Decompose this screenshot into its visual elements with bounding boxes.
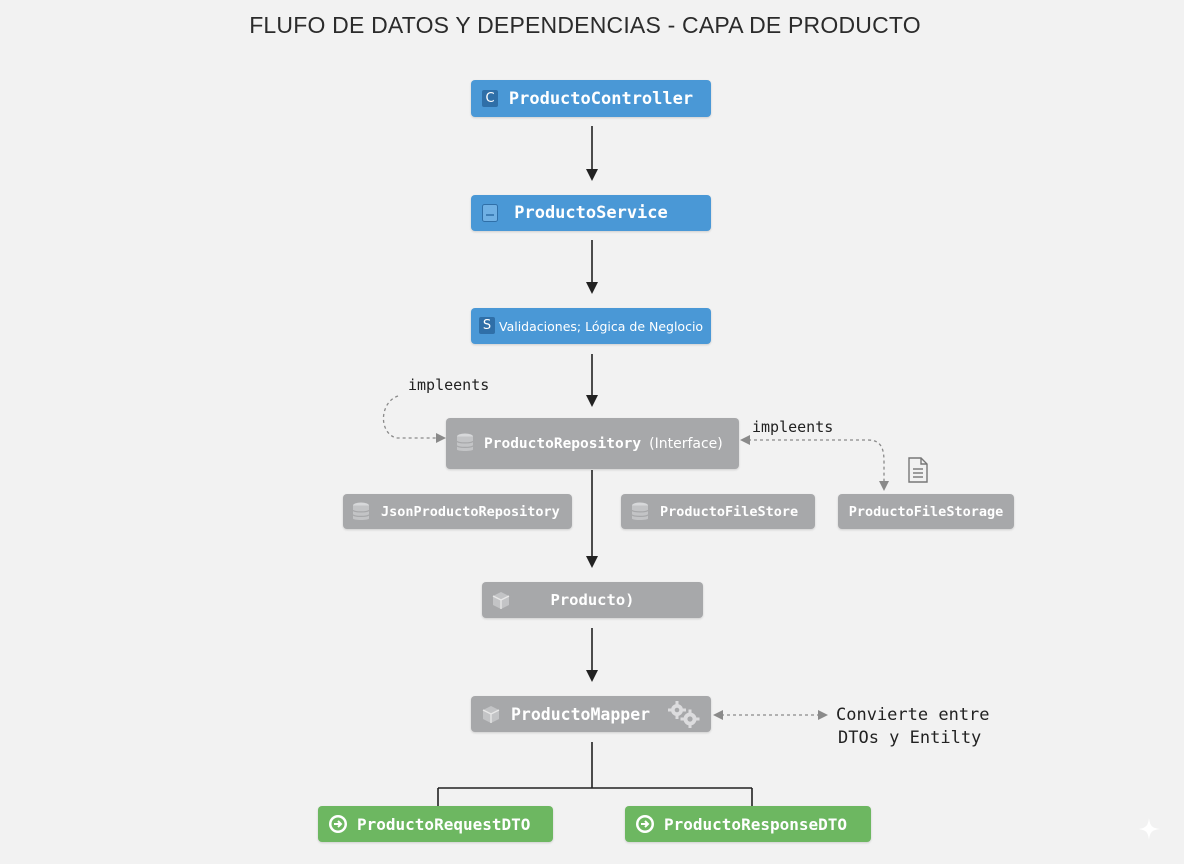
class-badge-icon: C [482, 90, 498, 107]
arrow-circle-icon [635, 814, 655, 834]
node-producto-entity: Producto) [482, 582, 703, 618]
edge-implements-right [740, 435, 889, 491]
node-label: ProductoResponseDTO [664, 814, 848, 834]
node-label: Producto) [550, 591, 635, 609]
node-json-producto-repository: JsonProductoRepository [343, 494, 572, 529]
node-producto-response-dto: ProductoResponseDTO [625, 806, 871, 842]
node-producto-request-dto: ProductoRequestDTO [318, 806, 553, 842]
node-label: ProductoRepository [484, 435, 642, 452]
node-producto-file-store: ProductoFileStore [621, 494, 815, 529]
mapper-note-line1: Convierte entre [836, 705, 990, 725]
edge-implements-left [382, 395, 446, 443]
node-label: ProductoRequestDTO [357, 814, 531, 834]
node-label-suffix: (Interface) [649, 435, 723, 452]
mapper-note-line2: DTOs y Entilty [838, 728, 982, 748]
gears-icon [667, 700, 701, 728]
database-icon [456, 433, 474, 453]
mapper-note: Convierte entre DTOs y Entilty [836, 704, 990, 750]
diagram-title: FLUFO DE DATOS Y DEPENDENCIAS - CAPA DE … [249, 12, 921, 38]
node-producto-repository: ProductoRepository (Interface) [446, 418, 739, 469]
service-badge-icon: S [479, 317, 495, 334]
edge-label-implements-right: impleents [752, 418, 834, 436]
cube-icon [492, 591, 510, 610]
node-producto-controller: C ProductoController [471, 80, 711, 117]
document-icon [482, 204, 498, 222]
node-validaciones: S Validaciones; Lógica de Neglocio [471, 308, 711, 344]
node-label: ProductoFileStorage [848, 503, 1004, 520]
node-label: ProductoFileStore [660, 503, 799, 520]
sparkle-icon [1138, 818, 1160, 840]
node-producto-file-storage: ProductoFileStorage [838, 494, 1014, 529]
cube-icon [482, 705, 500, 724]
node-label: Validaciones; Lógica de Neglocio [499, 318, 704, 334]
node-label: ProductoMapper [511, 704, 651, 724]
database-icon [631, 502, 649, 522]
file-icon [908, 457, 928, 483]
node-label: ProductoController [508, 88, 694, 109]
node-label: ProductoService [514, 203, 668, 223]
node-label: JsonProductoRepository [381, 503, 560, 520]
edge-label-implements-left: impleents [408, 376, 490, 394]
database-icon [352, 502, 370, 522]
arrow-circle-icon [328, 814, 348, 834]
node-producto-service: ProductoService [471, 195, 711, 231]
edge-mapper-dtos [437, 742, 753, 806]
node-producto-mapper: ProductoMapper [471, 696, 711, 732]
